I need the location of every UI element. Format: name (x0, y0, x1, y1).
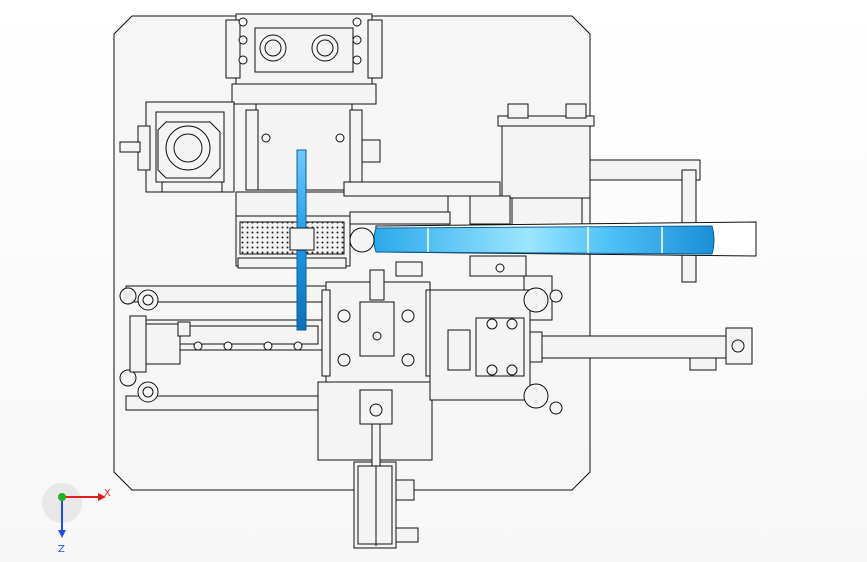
vertical-blue-bar (289, 149, 315, 331)
z-axis-label: Z (58, 544, 65, 555)
blue-conveyor-belt (349, 221, 757, 257)
left-rail (119, 285, 327, 411)
top-gearbox (225, 13, 383, 191)
left-motor (119, 101, 235, 193)
coordinate-triad: X Z (42, 483, 111, 555)
x-axis-label: X (104, 488, 111, 499)
right-lower-blocks (429, 287, 563, 415)
center-module (235, 181, 501, 269)
fittings (177, 255, 527, 337)
bottom-actuator (353, 423, 419, 549)
